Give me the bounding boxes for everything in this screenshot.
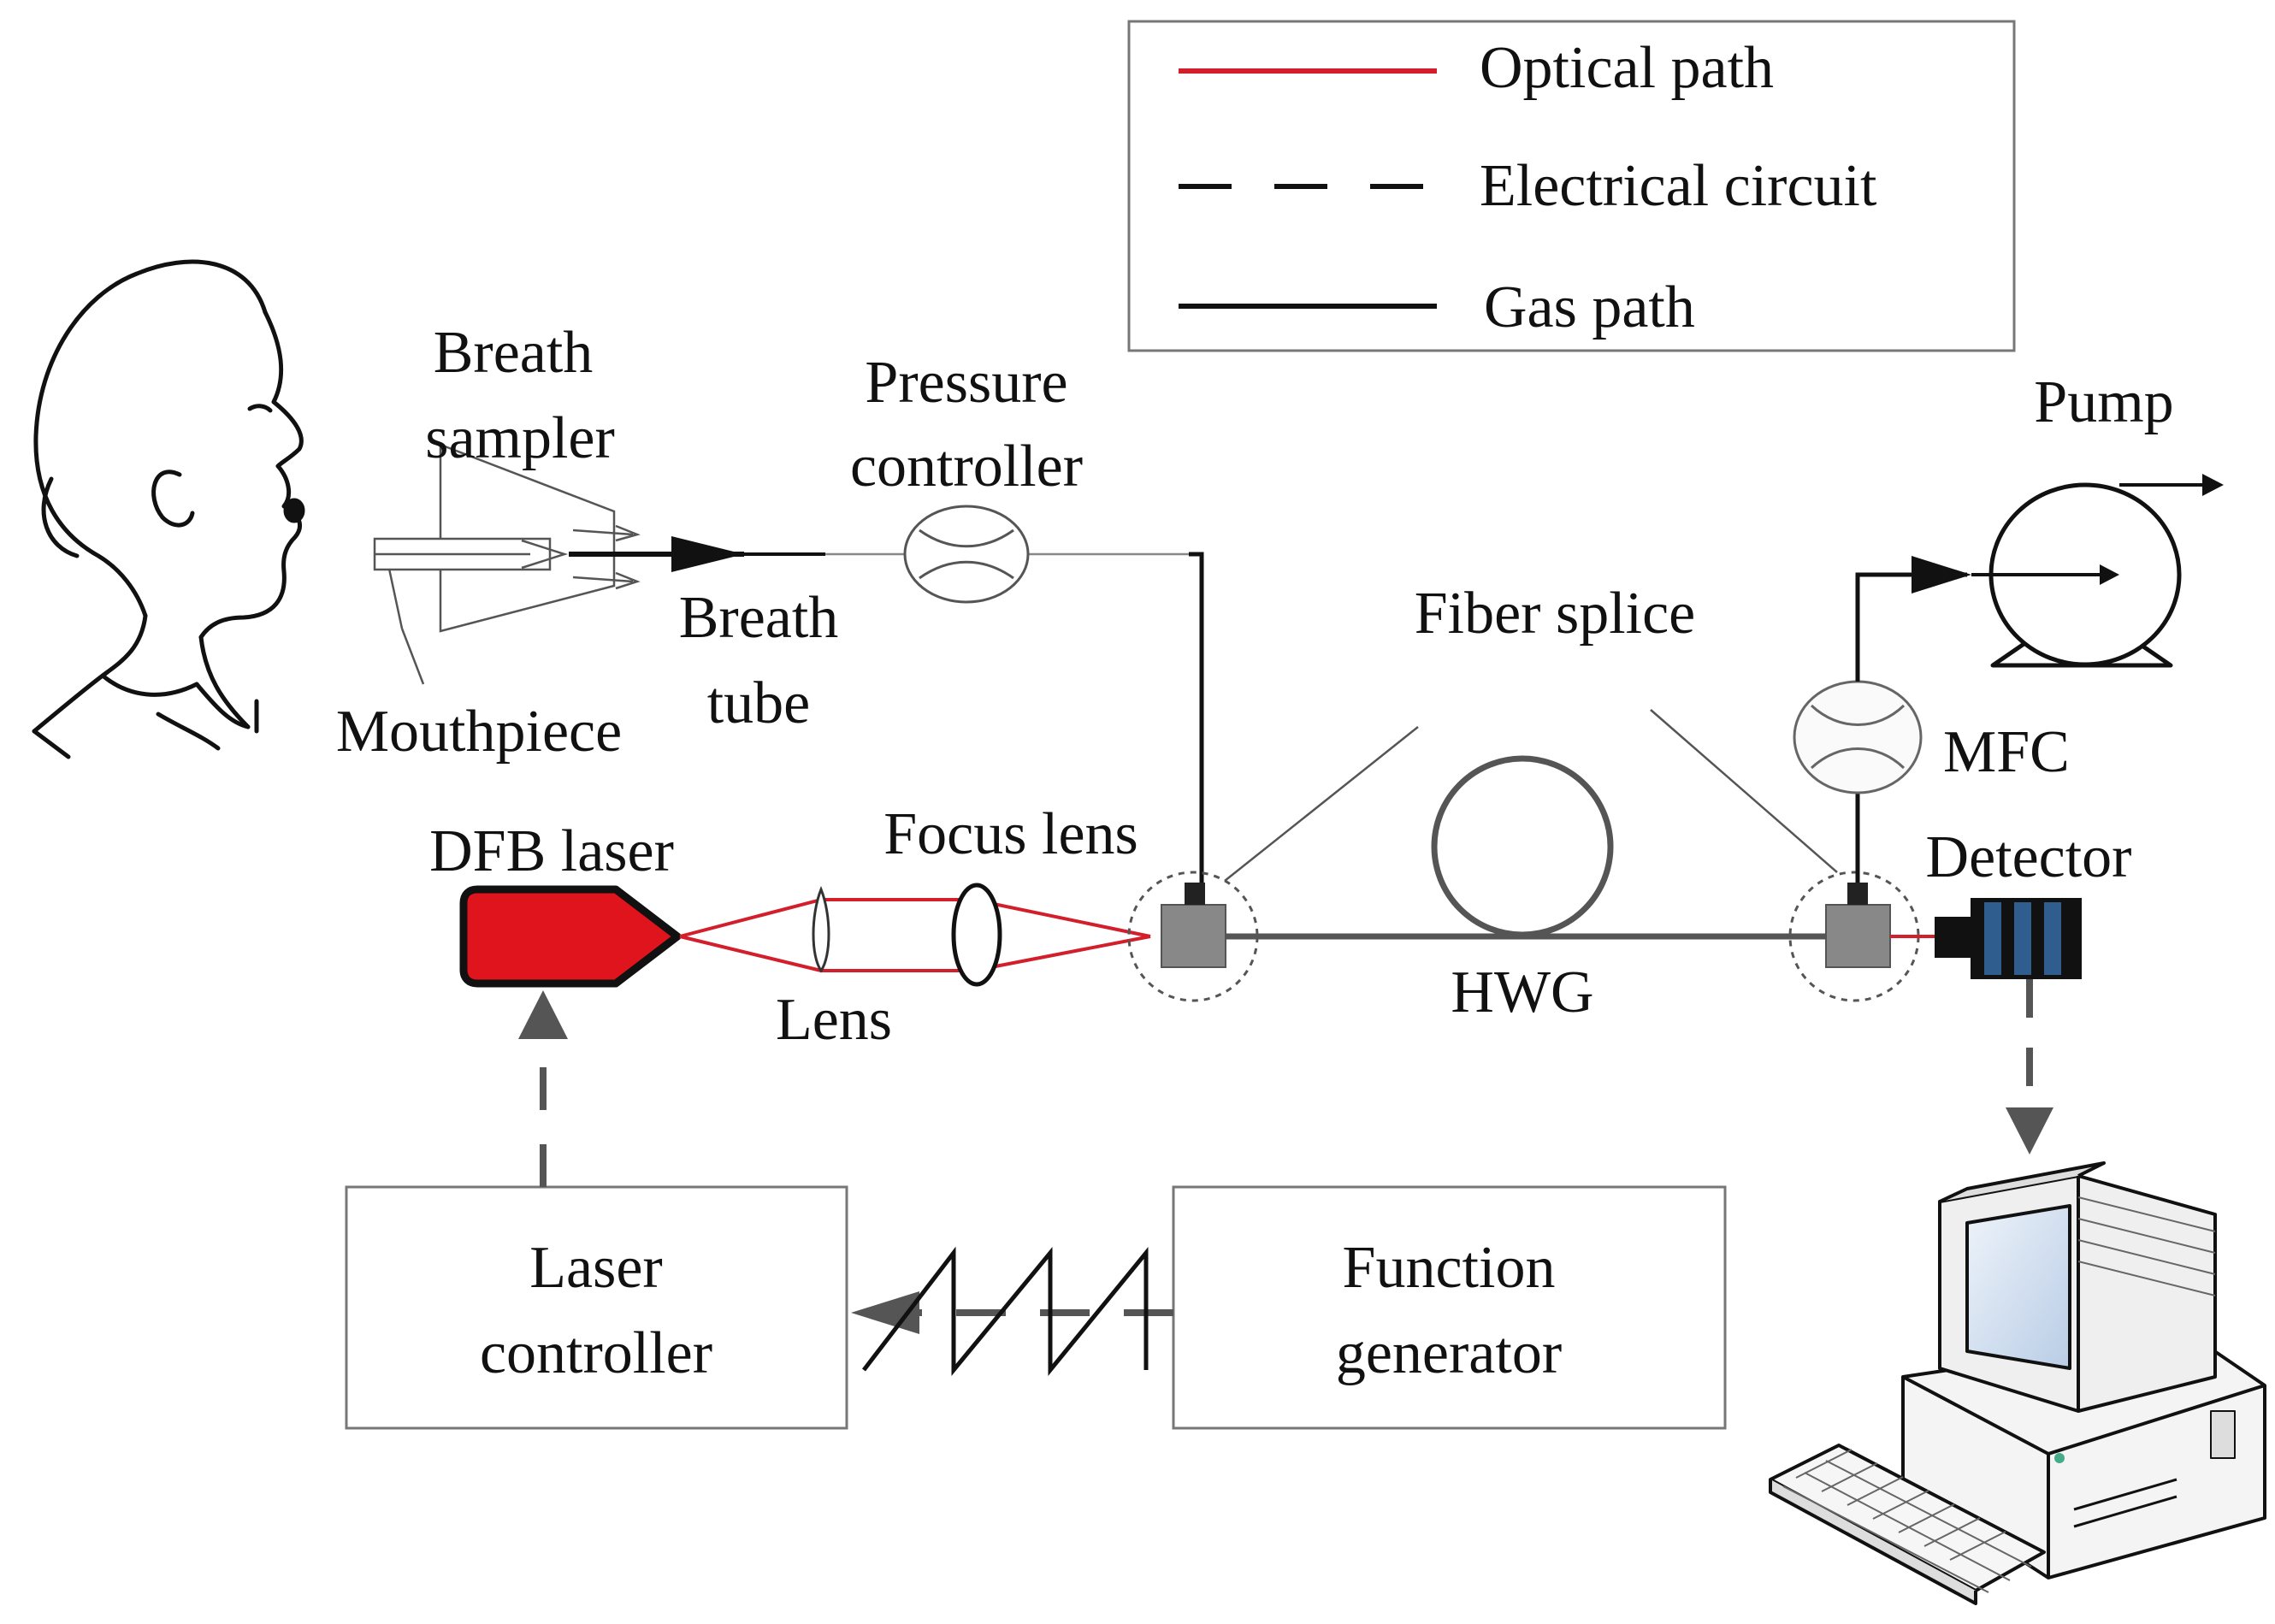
fiber-splice-label: Fiber splice [1415, 581, 1696, 647]
pressure-gauge-icon [903, 505, 1030, 604]
mfc-gauge-icon [1793, 680, 1923, 794]
sawtooth-signal-icon [862, 1246, 1149, 1377]
dfb-laser-label: DFB laser [429, 818, 674, 884]
breath-sampler-label-2: sampler [425, 405, 615, 471]
mouthpiece-label: Mouthpiece [336, 699, 622, 765]
breath-sampler-label-1: Breath [434, 320, 594, 386]
gas-path-to-splice-left [1189, 552, 1204, 894]
person-profile-icon [32, 259, 305, 759]
electrical-arrow-computer [2006, 1107, 2053, 1155]
fiber-splice-leader-left [1224, 726, 1419, 882]
breath-sampler-icon [373, 443, 641, 685]
pressure-controller-label-2: controller [850, 434, 1083, 499]
legend: Optical path Electrical circuit Gas path [1127, 20, 2016, 352]
detector-icon [1935, 898, 2082, 979]
fiber-coil-icon [1431, 755, 1614, 938]
gas-arrow-sampler [671, 536, 744, 572]
electrical-arrow-laser [518, 990, 568, 1039]
hwg-label: HWG [1451, 960, 1593, 1025]
focus-lens-label: Focus lens [883, 801, 1138, 867]
function-generator-box [1172, 1185, 1727, 1430]
electrical-arrow-controller [851, 1291, 919, 1334]
fiber-splice-right [1788, 871, 1920, 1002]
pressure-controller-label-1: Pressure [865, 350, 1067, 416]
legend-optical-label: Optical path [1480, 35, 1774, 101]
function-generator-label-2: generator [1336, 1320, 1562, 1386]
lens-label: Lens [776, 987, 892, 1053]
breath-tube-label-2: tube [707, 670, 811, 736]
laser-controller-label-2: controller [480, 1320, 712, 1386]
optical-beam [679, 898, 1151, 972]
computer-icon [1769, 1161, 2266, 1605]
laser-controller-label-1: Laser [529, 1235, 662, 1301]
fiber-splice-left [1127, 871, 1259, 1002]
dfb-laser-icon [459, 885, 682, 988]
breath-tube-label-1: Breath [679, 585, 839, 651]
laser-controller-box [345, 1185, 848, 1430]
focus-lens-icon [951, 883, 1002, 987]
legend-gas-label: Gas path [1484, 275, 1695, 340]
function-generator-label-1: Function [1343, 1235, 1556, 1301]
mfc-label: MFC [1943, 719, 2070, 785]
legend-electrical-label: Electrical circuit [1480, 153, 1877, 219]
gas-arrow-pump-in [1912, 556, 1971, 593]
lens-icon [812, 885, 830, 973]
pump-icon [1971, 474, 2224, 668]
fiber-splice-leader-right [1650, 709, 1838, 873]
pump-label: Pump [2034, 369, 2173, 435]
detector-label: Detector [1926, 824, 2132, 890]
